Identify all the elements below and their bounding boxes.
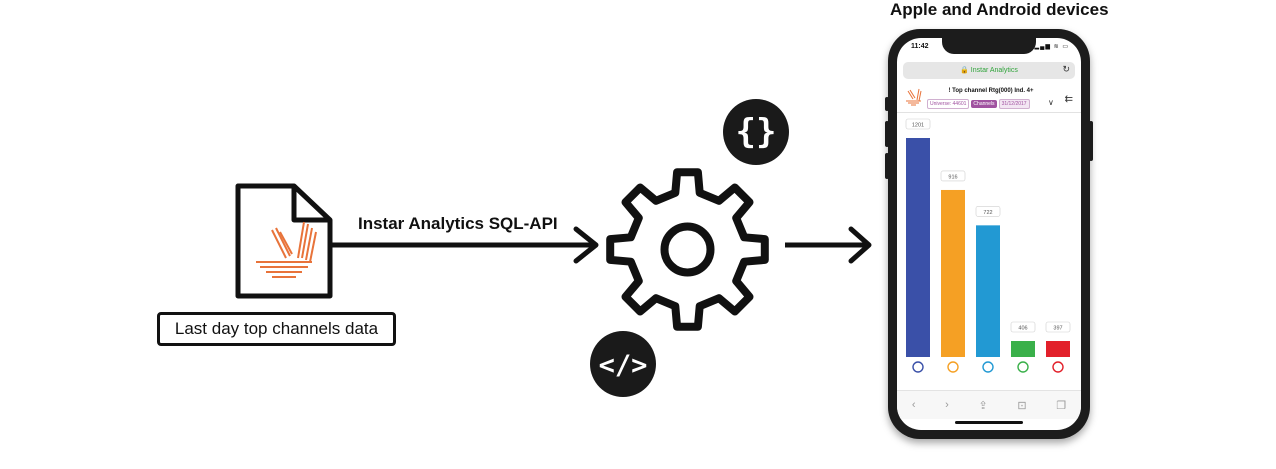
arrow-right-icon [785, 226, 872, 264]
bookmarks-icon[interactable]: ⊡ [1017, 399, 1027, 412]
tabs-icon[interactable]: ❐ [1056, 399, 1067, 412]
reload-icon[interactable]: ↻ [1062, 64, 1070, 74]
json-icon: {} [723, 99, 789, 165]
arrow-right-icon [332, 226, 599, 264]
instar-logo-icon [906, 88, 922, 106]
chart-title: ! Top channel Rtg(000) Ind. 4+ [948, 88, 1034, 94]
bar-chart: 1201 916 722 406 397 [905, 118, 1071, 373]
url-bar[interactable]: 🔒 Instar Analytics ↻ [903, 62, 1075, 79]
document-icon [235, 183, 333, 299]
chevron-down-icon[interactable]: ∨ [1048, 98, 1054, 107]
mute-switch [885, 97, 889, 111]
chart-bar [1011, 341, 1035, 357]
forward-icon[interactable]: › [945, 399, 949, 411]
status-icons: ▂▄▆ ≋ ▭ [1034, 44, 1069, 50]
channel-logo-icon [947, 361, 959, 373]
chart-bar [941, 189, 965, 357]
phone-notch [942, 38, 1036, 54]
header-tags: Universe: 44601 Channels 31/12/2017 [927, 99, 1030, 109]
phone-mockup: 11:42 ▂▄▆ ≋ ▭ 🔒 Instar Analytics ↻ ! Top… [885, 29, 1093, 439]
channel-logo-icon [982, 361, 994, 373]
channels-tag[interactable]: Channels [971, 100, 997, 108]
data-label: 406 [1018, 326, 1027, 332]
data-label-box [1045, 321, 1071, 333]
data-label-box [940, 170, 966, 182]
power-button [1089, 121, 1093, 161]
data-label: 1201 [912, 123, 924, 129]
back-icon[interactable]: ‹ [911, 399, 916, 411]
channel-logo-icon [912, 361, 924, 373]
data-label-box [905, 118, 931, 130]
share-icon[interactable]: ⇪ [978, 399, 988, 412]
data-label: 722 [983, 210, 992, 216]
source-data-label: Last day top channels data [157, 312, 396, 346]
chart-bar [1046, 341, 1070, 357]
gear-icon [606, 168, 769, 331]
browser-toolbar: ‹ › ⇪ ⊡ ❐ [897, 390, 1081, 419]
data-label-box [975, 206, 1001, 217]
chart-bar [906, 138, 930, 357]
api-label: Instar Analytics SQL-API [358, 214, 558, 233]
volume-up-button [885, 121, 889, 147]
home-indicator [955, 421, 1023, 424]
phone-screen: 11:42 ▂▄▆ ≋ ▭ 🔒 Instar Analytics ↻ ! Top… [897, 38, 1081, 430]
status-time: 11:42 [911, 43, 929, 50]
volume-down-button [885, 153, 889, 179]
devices-title: Apple and Android devices [890, 0, 1109, 19]
url-text: 🔒 Instar Analytics [960, 67, 1018, 74]
channel-logo-icon [1017, 361, 1029, 373]
universe-tag: Universe: 44601 [927, 99, 970, 109]
data-label-box [1010, 321, 1036, 333]
header-divider [897, 112, 1081, 113]
instar-logo-icon [256, 221, 317, 278]
date-tag[interactable]: 31/12/2017 [998, 99, 1030, 109]
data-label: 916 [948, 174, 957, 180]
svg-text:{}: {} [736, 112, 777, 152]
code-icon: </> [590, 331, 656, 397]
menu-back-icon[interactable]: ⇇ [1064, 94, 1073, 105]
svg-text:</>: </> [599, 350, 648, 381]
chart-bar [976, 225, 1000, 357]
data-label: 397 [1053, 326, 1062, 332]
channel-logo-icon [1052, 361, 1064, 373]
